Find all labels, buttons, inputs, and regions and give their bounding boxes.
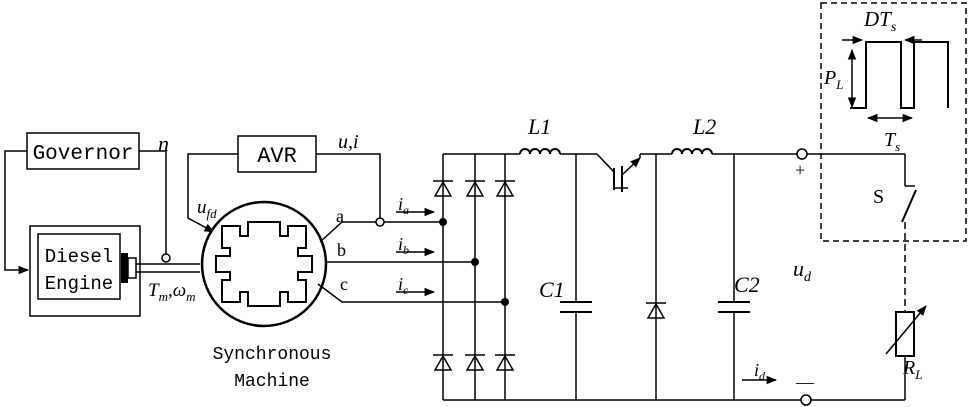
- inductor-l2: [671, 148, 798, 155]
- l2-label: L2: [692, 114, 716, 139]
- avr-label: AVR: [257, 144, 297, 169]
- capacitor-c2: [718, 154, 750, 400]
- phase-wires: [317, 217, 505, 303]
- diode-lower-a: [433, 354, 453, 371]
- pl-label: PL: [823, 67, 843, 92]
- diode-lower-b: [465, 354, 485, 371]
- ud-label: ud: [793, 256, 812, 285]
- machine-label-line2: Machine: [234, 372, 310, 392]
- phase-b-label: b: [337, 240, 346, 260]
- duty-label: DTs: [863, 7, 897, 35]
- coupling: [121, 253, 128, 283]
- synchronous-machine: [200, 200, 328, 328]
- speed-feedback-wire: [4, 150, 167, 275]
- phase-current-arrows: [396, 207, 436, 297]
- pulse-waveform: [842, 35, 949, 123]
- load-switch: [901, 154, 917, 312]
- rl-label: RL: [902, 357, 922, 382]
- c2-label: C2: [734, 272, 760, 297]
- phase-a-label: a: [336, 206, 344, 226]
- inductor-l1: [519, 148, 597, 155]
- torque-speed-label: Tm,ωm: [148, 280, 196, 304]
- rectifier-bridge: [433, 153, 810, 401]
- diode-upper-b: [465, 180, 485, 197]
- variable-resistor-rl: [885, 305, 927, 400]
- pulsed-load-box: [820, 2, 967, 242]
- negative-terminal: [800, 394, 812, 406]
- diode-upper-a: [433, 180, 453, 197]
- igbt-switch: [596, 153, 672, 192]
- diode-lower-c: [495, 354, 515, 371]
- diesel-engine-block: Diesel Engine: [29, 225, 200, 317]
- freewheel-diode: [646, 154, 666, 400]
- plus-sign: +: [795, 160, 805, 180]
- ib-label: ib: [398, 234, 409, 257]
- voltage-current-label: u,i: [338, 131, 359, 153]
- diesel-label: Diesel: [45, 246, 113, 268]
- ic-label: ic: [398, 274, 409, 297]
- capacitor-c1: [560, 154, 592, 400]
- n-signal-label: n: [158, 131, 169, 156]
- ts-label: Ts: [884, 129, 900, 154]
- l1-label: L1: [527, 114, 551, 139]
- phase-c-label: c: [340, 274, 348, 294]
- engine-label: Engine: [45, 273, 113, 295]
- minus-sign: —: [795, 372, 815, 392]
- switch-label: S: [873, 186, 884, 208]
- rotor-outline: [215, 221, 313, 307]
- field-voltage-label: ufd: [197, 197, 217, 221]
- governor-label: Governor: [33, 143, 134, 166]
- id-label: id: [754, 360, 766, 383]
- avr-block: AVR: [187, 135, 381, 233]
- c1-label: C1: [539, 277, 565, 302]
- diode-upper-c: [495, 180, 515, 197]
- speed-node: [161, 253, 171, 263]
- machine-label-line1: Synchronous: [213, 345, 332, 365]
- positive-terminal: [796, 148, 808, 160]
- governor-block: Governor: [26, 132, 140, 170]
- ia-label: ia: [398, 194, 409, 217]
- dc-output-terminals: [796, 148, 905, 406]
